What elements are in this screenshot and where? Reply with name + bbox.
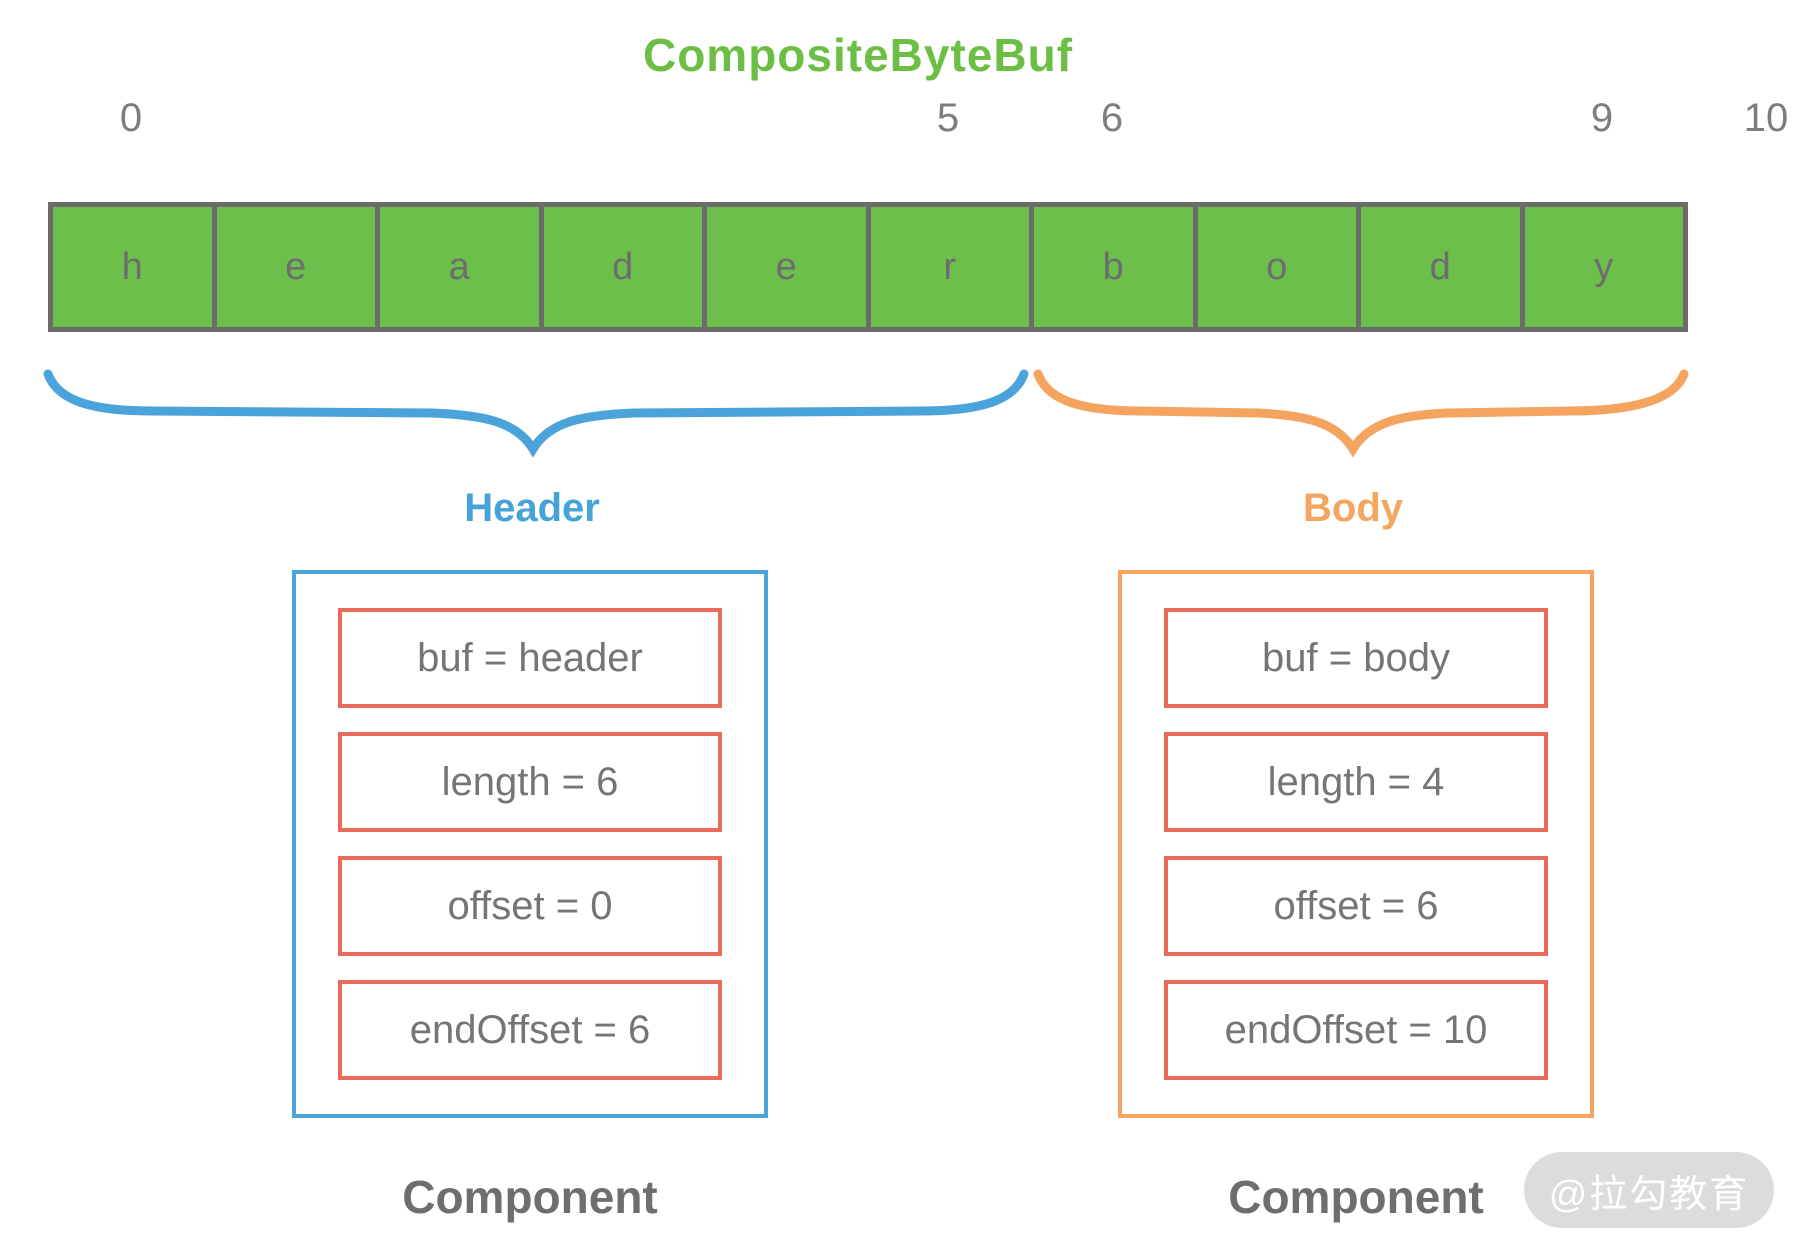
header-component-box: buf = header length = 6 offset = 0 endOf… bbox=[292, 570, 768, 1118]
byte-buffer: h e a d e r b o d y bbox=[48, 202, 1688, 332]
buffer-cell: e bbox=[702, 207, 866, 327]
index-label-0: 0 bbox=[119, 96, 143, 140]
body-label: Body bbox=[1303, 486, 1403, 530]
buffer-cell: d bbox=[1356, 207, 1520, 327]
field-buf: buf = header bbox=[338, 608, 722, 708]
index-label-6: 6 bbox=[1100, 96, 1124, 140]
index-label-10: 10 bbox=[1743, 96, 1789, 140]
body-component-caption: Component bbox=[1228, 1171, 1484, 1223]
buffer-cell: h bbox=[121, 245, 143, 288]
index-label-5: 5 bbox=[936, 96, 960, 140]
field-length: length = 4 bbox=[1164, 732, 1548, 832]
buffer-cell: e bbox=[211, 207, 376, 327]
field-offset: offset = 0 bbox=[338, 856, 722, 956]
watermark-badge: @拉勾教育 bbox=[1524, 1152, 1774, 1228]
buffer-cell: r bbox=[865, 207, 1030, 327]
header-component-caption: Component bbox=[402, 1171, 658, 1223]
buffer-cell: b bbox=[1029, 207, 1193, 327]
header-brace bbox=[43, 369, 1029, 458]
body-component-box: buf = body length = 4 offset = 6 endOffs… bbox=[1118, 570, 1594, 1118]
field-endoffset: endOffset = 6 bbox=[338, 980, 722, 1080]
diagram-title: CompositeByteBuf bbox=[642, 29, 1074, 81]
buffer-cell: d bbox=[538, 207, 703, 327]
index-label-9: 9 bbox=[1590, 96, 1614, 140]
field-buf: buf = body bbox=[1164, 608, 1548, 708]
field-endoffset: endOffset = 10 bbox=[1164, 980, 1548, 1080]
field-offset: offset = 6 bbox=[1164, 856, 1548, 956]
buffer-cell: a bbox=[375, 207, 539, 327]
field-length: length = 6 bbox=[338, 732, 722, 832]
buffer-cell: o bbox=[1192, 207, 1357, 327]
header-label: Header bbox=[464, 486, 600, 530]
body-brace bbox=[1033, 369, 1689, 458]
buffer-cell: y bbox=[1519, 207, 1684, 327]
